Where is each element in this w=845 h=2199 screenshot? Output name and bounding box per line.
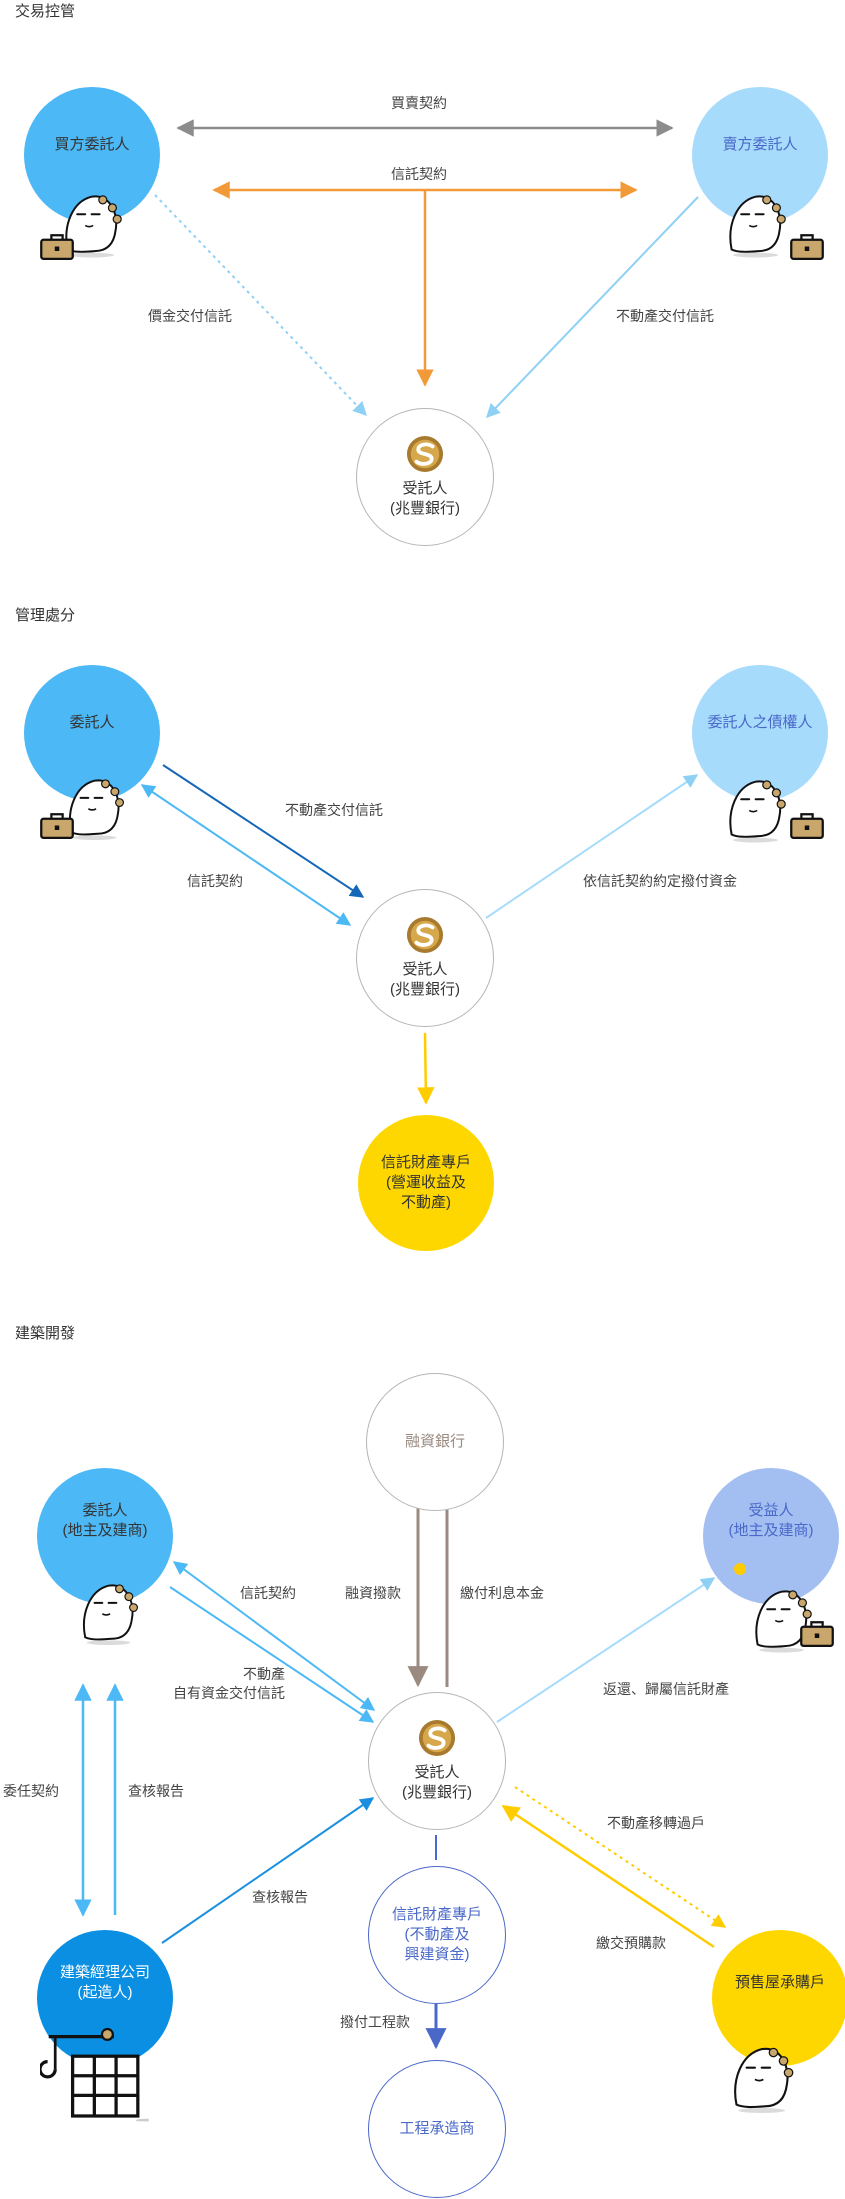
arrow-b-estate-funds bbox=[169, 1586, 375, 1723]
node-bank-label: 融資銀行 bbox=[404, 1433, 465, 1450]
label-trust-contract: 信託契約 bbox=[391, 166, 447, 182]
label-b-presale: 繳交預購款 bbox=[596, 1935, 666, 1951]
section-title-trade: 交易控管 bbox=[15, 3, 76, 20]
label-b-mandate: 委任契約 bbox=[3, 1783, 59, 1799]
arrow-price-trust bbox=[154, 194, 367, 417]
node-contractor-label: 工程承造商 bbox=[399, 2120, 475, 2137]
node-manager: 建築經理公司 (起造人) bbox=[37, 1930, 173, 2066]
briefcase-icon bbox=[800, 1620, 834, 1647]
label-b-trust-contract: 信託契約 bbox=[240, 1585, 296, 1601]
node-bank: 融資銀行 bbox=[366, 1373, 504, 1511]
arrow-b-trust-contract bbox=[172, 1561, 376, 1711]
mascot-buyer-icon bbox=[718, 2022, 802, 2120]
node-manage-account-label: 信託財產專戶 (營運收益及 不動產) bbox=[380, 1154, 471, 1211]
label-b-return: 返還、歸屬信託財產 bbox=[603, 1681, 729, 1697]
node-build-account-label: 信託財產專戶 (不動產及 興建資金) bbox=[391, 1906, 482, 1963]
bank-logo-icon bbox=[406, 435, 444, 473]
label-b-estate-funds: 不動產 自有資金交付信託 bbox=[173, 1666, 285, 1701]
arrow-estate-trust bbox=[486, 196, 699, 419]
mascot-seller-icon bbox=[714, 170, 794, 265]
arrow-m-trust-contract bbox=[140, 784, 352, 926]
node-trustee-build-label: 受託人 (兆豐銀行) bbox=[402, 1764, 472, 1801]
node-trustee-trade-label: 受託人 (兆豐銀行) bbox=[390, 480, 460, 517]
label-b-repay: 繳付利息本金 bbox=[460, 1585, 544, 1601]
node-presale-buyer-label: 預售屋承購戶 bbox=[734, 1974, 825, 1991]
label-b-audit-2: 查核報告 bbox=[252, 1889, 308, 1905]
node-trustee-manage: 受託人 (兆豐銀行) bbox=[356, 889, 494, 1027]
label-sale-contract: 買賣契約 bbox=[391, 95, 447, 111]
node-beneficiary-label: 受益人 (地主及建商) bbox=[728, 1502, 814, 1539]
node-seller-settlor-label: 賣方委託人 bbox=[722, 136, 798, 153]
node-manage-settlor-label: 委託人 bbox=[69, 714, 115, 731]
label-b-transfer: 不動產移轉過戶 bbox=[607, 1815, 705, 1831]
briefcase-icon bbox=[790, 233, 824, 260]
node-trustee-build: 受託人 (兆豐銀行) bbox=[368, 1692, 506, 1830]
arrow-b-return bbox=[496, 1577, 716, 1723]
node-build-settlor-label: 委託人 (地主及建商) bbox=[62, 1502, 148, 1539]
node-manager-label: 建築經理公司 (起造人) bbox=[59, 1964, 150, 2001]
node-creditor-label: 委託人之債權人 bbox=[707, 714, 813, 731]
node-creditor: 委託人之債權人 bbox=[692, 665, 828, 801]
label-b-pay-contractor: 撥付工程款 bbox=[340, 2014, 410, 2030]
label-m-pay-funds: 依信託契約約定撥付資金 bbox=[583, 873, 737, 889]
arrow-m-pay-funds bbox=[485, 774, 699, 919]
arrow-b-presale bbox=[501, 1804, 715, 1949]
node-trustee-manage-label: 受託人 (兆豐銀行) bbox=[390, 961, 460, 998]
node-trustee-trade: 受託人 (兆豐銀行) bbox=[356, 408, 494, 546]
label-b-loan: 融資撥款 bbox=[345, 1585, 401, 1601]
arrow-b-audit-2 bbox=[161, 1797, 375, 1944]
briefcase-icon bbox=[790, 812, 824, 839]
node-build-account: 信託財產專戶 (不動產及 興建資金) bbox=[368, 1866, 506, 2004]
node-presale-buyer: 預售屋承購戶 bbox=[712, 1930, 845, 2066]
label-b-audit-1: 查核報告 bbox=[128, 1783, 184, 1799]
arrow-b-transfer bbox=[514, 1786, 727, 1928]
arrow-m-account bbox=[417, 1032, 435, 1105]
bank-logo-icon bbox=[418, 1719, 456, 1757]
section-title-build: 建築開發 bbox=[15, 1325, 76, 1342]
crane-building-icon bbox=[40, 2027, 149, 2122]
mascot-landowner-icon bbox=[68, 1560, 146, 1652]
node-buyer-settlor-label: 買方委託人 bbox=[54, 136, 130, 153]
node-manage-account: 信託財產專戶 (營運收益及 不動產) bbox=[358, 1115, 494, 1251]
bank-logo-icon bbox=[406, 916, 444, 954]
label-m-estate-trust: 不動產交付信託 bbox=[285, 802, 383, 818]
section-title-manage: 管理處分 bbox=[15, 607, 76, 624]
sparkle-icon bbox=[734, 1563, 746, 1575]
node-manage-settlor: 委託人 bbox=[24, 665, 160, 801]
node-contractor: 工程承造商 bbox=[368, 2060, 506, 2198]
label-estate-trust: 不動產交付信託 bbox=[616, 308, 714, 324]
mascot-creditor-icon bbox=[714, 755, 794, 850]
label-m-trust-contract: 信託契約 bbox=[187, 873, 243, 889]
label-price-trust: 價金交付信託 bbox=[148, 308, 232, 324]
node-beneficiary: 受益人 (地主及建商) bbox=[703, 1468, 839, 1604]
briefcase-icon bbox=[40, 812, 74, 839]
briefcase-icon bbox=[40, 233, 74, 260]
node-build-settlor: 委託人 (地主及建商) bbox=[37, 1468, 173, 1604]
